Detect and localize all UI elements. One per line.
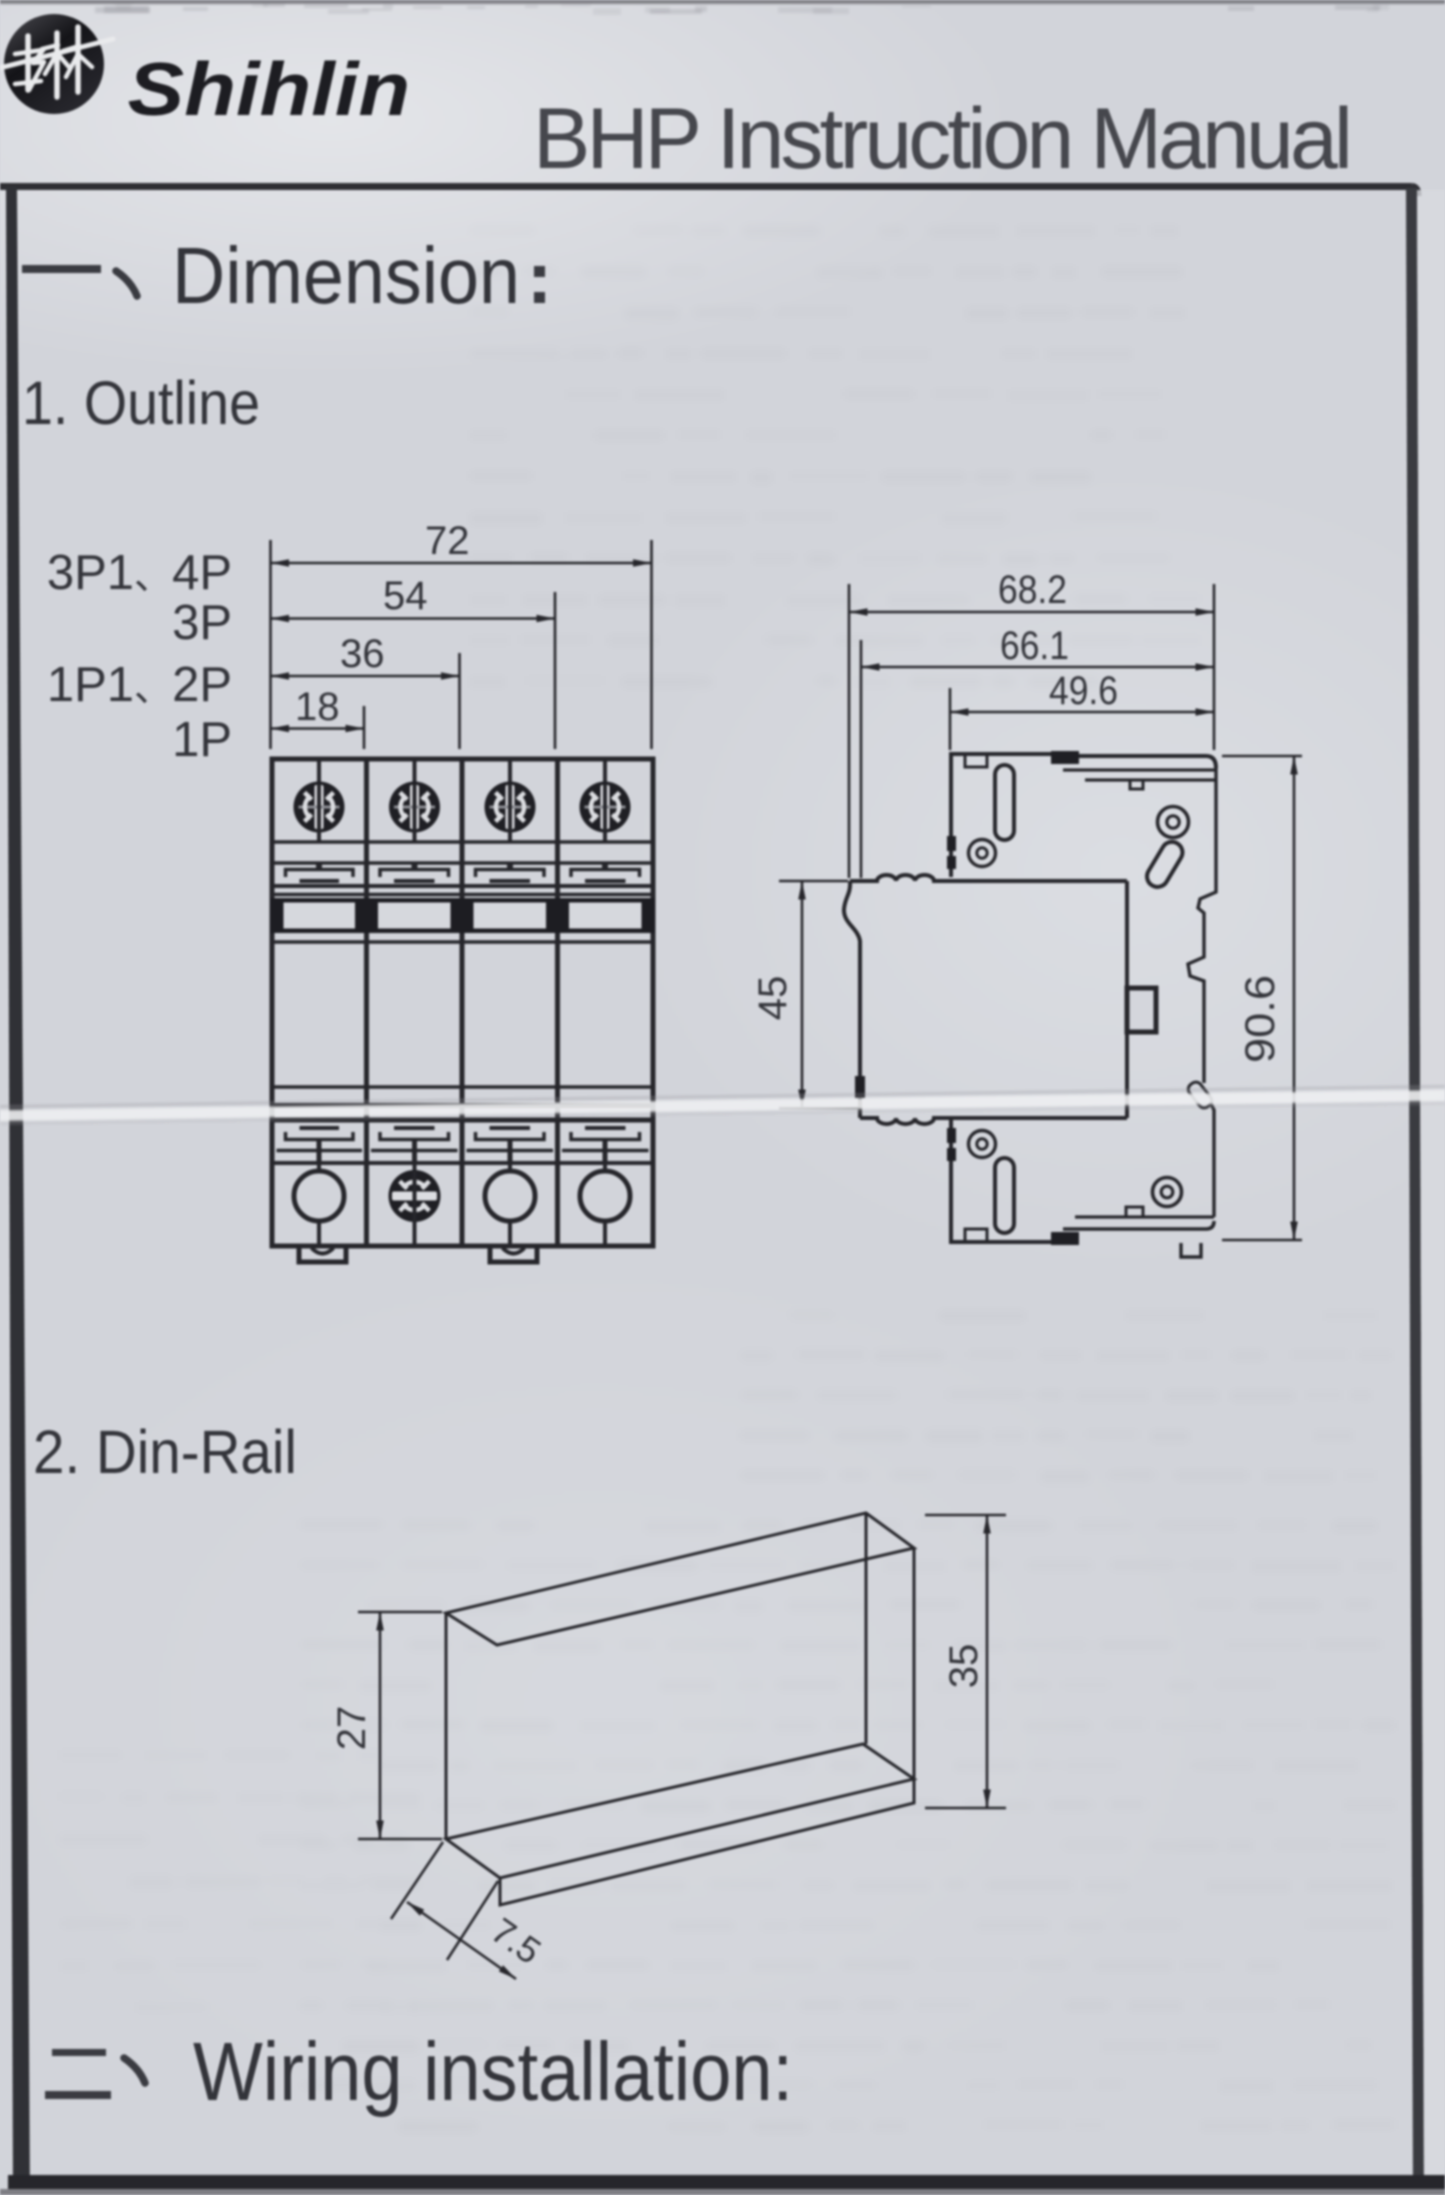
svg-text:18: 18 bbox=[295, 685, 340, 729]
svg-text:1. Outline: 1. Outline bbox=[22, 369, 260, 437]
svg-text:36: 36 bbox=[340, 632, 385, 676]
svg-text:BHP Instruction Manual: BHP Instruction Manual bbox=[533, 91, 1353, 187]
svg-text:Dimension: Dimension bbox=[172, 231, 520, 320]
svg-text:45: 45 bbox=[751, 976, 795, 1021]
svg-text:1P: 1P bbox=[172, 713, 232, 767]
svg-text:2. Din-Rail: 2. Din-Rail bbox=[33, 1418, 297, 1486]
svg-text:27: 27 bbox=[330, 1706, 374, 1751]
svg-text:35: 35 bbox=[942, 1644, 986, 1689]
svg-text:Shihlin: Shihlin bbox=[128, 48, 410, 131]
svg-text:3P: 3P bbox=[172, 596, 232, 650]
svg-text:Wiring installation:: Wiring installation: bbox=[193, 2025, 793, 2118]
svg-text:90.6: 90.6 bbox=[1236, 975, 1283, 1063]
svg-text:68.2: 68.2 bbox=[998, 568, 1067, 612]
svg-text:72: 72 bbox=[425, 519, 470, 563]
svg-text:54: 54 bbox=[383, 574, 428, 618]
svg-text:49.6: 49.6 bbox=[1049, 669, 1118, 713]
svg-text:66.1: 66.1 bbox=[1000, 624, 1069, 668]
